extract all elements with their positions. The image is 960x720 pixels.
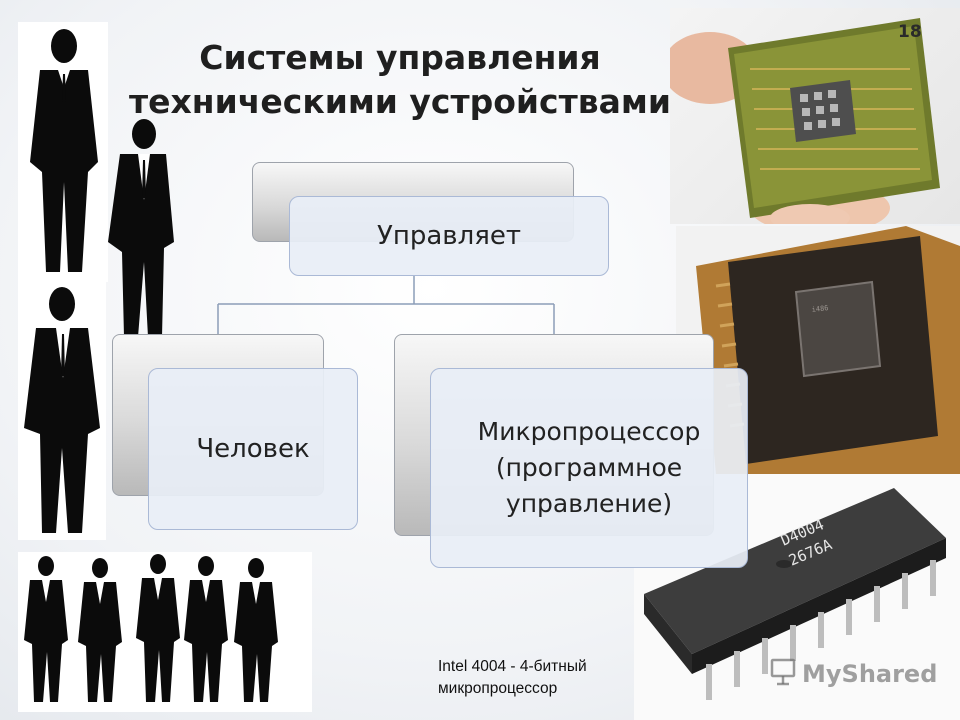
- businessman-silhouette-1: [18, 22, 108, 282]
- slide-title: Системы управления техническими устройст…: [129, 38, 671, 121]
- child-node-2-label: Микропроцессор (программное управление): [477, 417, 701, 518]
- businessman-silhouette-2: [108, 119, 174, 337]
- cpu-in-fingers-photo: [670, 8, 960, 224]
- businessman-silhouette-3: [18, 278, 106, 540]
- child-node-2: Микропроцессор (программное управление): [430, 368, 748, 568]
- chip-caption: Intel 4004 - 4-битный микропроцессор: [438, 656, 658, 700]
- caption-line-2: микропроцессор: [438, 680, 558, 697]
- presentation-screen-icon: [770, 658, 796, 686]
- page-number: 18: [898, 22, 922, 42]
- business-group-silhouettes: [18, 552, 312, 712]
- child-node-1-label: Человек: [196, 434, 310, 464]
- root-node: Управляет: [289, 196, 609, 276]
- root-node-label: Управляет: [376, 221, 521, 251]
- child-node-1: Человек: [148, 368, 358, 530]
- caption-line-1: Intel 4004 - 4-битный: [438, 658, 587, 675]
- watermark-text: MyShared: [802, 660, 938, 688]
- svg-text:i486: i486: [811, 304, 829, 314]
